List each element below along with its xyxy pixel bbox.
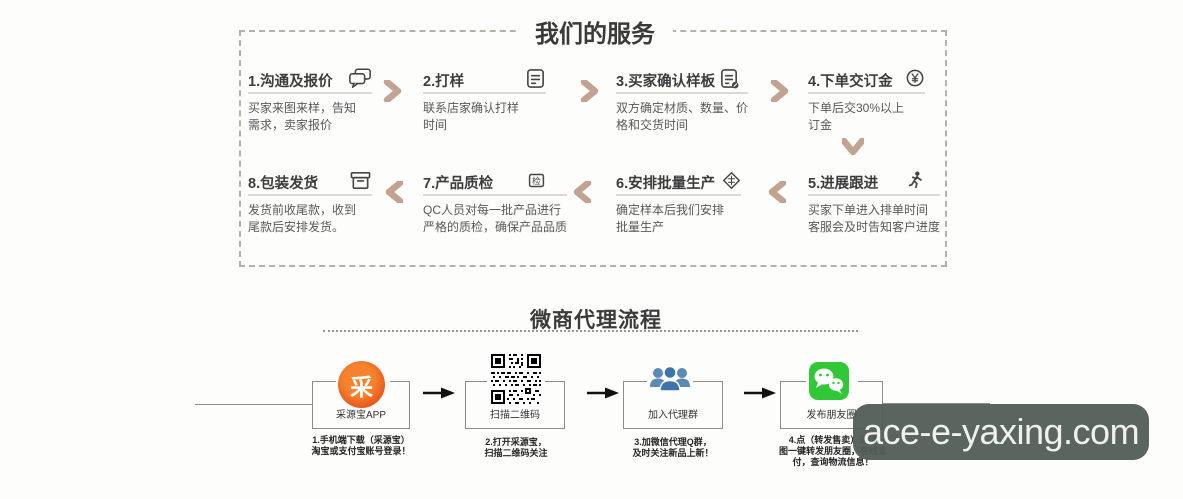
caiyuanbao-app-icon: 采 bbox=[338, 361, 385, 408]
step-desc-line: 时间 bbox=[423, 118, 448, 132]
step-desc-line: 下单后交30%以上 bbox=[808, 101, 905, 115]
svg-text:检: 检 bbox=[532, 174, 541, 185]
inspection-seal-icon: 检 bbox=[527, 171, 546, 195]
wechat-icon bbox=[809, 362, 849, 400]
yuan-coin-icon bbox=[905, 68, 925, 93]
group-people-icon bbox=[650, 365, 690, 392]
service-step-5: 5.进展跟进 买家下单进入排单时间 客服会及时告知客户进度 bbox=[808, 170, 941, 236]
service-step-7: 7.产品质检 检 QC人员对每一批产品进行 严格的质检，确保产品品质 bbox=[423, 171, 568, 236]
step-title: 6.安排批量生产 bbox=[616, 176, 716, 192]
flow-node-desc: 3.加微信代理Q群，及时关注新品上新！ bbox=[632, 437, 714, 458]
step-title: 8.包装发货 bbox=[248, 176, 319, 192]
step-desc-line: 需求，卖家报价 bbox=[248, 118, 333, 132]
step-desc-line: QC人员对每一批产品进行 bbox=[423, 203, 562, 217]
service-step-8: 8.包装发货 发货前收尾款，收到 尾款后安排发货。 bbox=[248, 170, 372, 236]
step-desc-line: 双方确定材质、数量、价 bbox=[616, 101, 749, 115]
step-title: 4.下单交订金 bbox=[808, 74, 893, 90]
step-desc-line: 格和交货时间 bbox=[616, 118, 689, 132]
chat-bubbles-icon bbox=[348, 67, 372, 94]
document-edit-icon bbox=[719, 68, 740, 94]
step-title: 3.买家确认样板 bbox=[616, 74, 716, 90]
chevron-left-icon bbox=[768, 181, 787, 203]
document-icon bbox=[525, 68, 546, 94]
chevron-down-icon bbox=[842, 138, 864, 156]
service-step-2: 2.打样 联系店家确认打样 时间 bbox=[423, 68, 546, 134]
flow-node-desc: 4.点（转发售卖）选择图一键转发朋友圈，在线支付，查询物流信息！ bbox=[778, 435, 888, 467]
arrow-right-icon bbox=[744, 387, 776, 399]
flow-node-label: 发布朋友圈 bbox=[806, 410, 857, 421]
flow-node-label: 扫描二维码 bbox=[490, 410, 540, 421]
flow-node-desc: 1.手机端下载（采源宝）淘宝或支付宝账号登录！ bbox=[311, 435, 411, 456]
step-title: 2.打样 bbox=[423, 74, 465, 90]
services-title: 我们的服务 bbox=[517, 14, 673, 49]
service-step-3: 3.买家确认样板 双方确定材质、数量、价 格和交货时间 bbox=[616, 68, 749, 134]
agent-flow-title-underline bbox=[323, 330, 858, 332]
package-box-icon bbox=[349, 170, 372, 196]
step-desc-line: 批量生产 bbox=[616, 220, 665, 234]
arrow-right-icon bbox=[423, 387, 455, 399]
step-desc-line: 尾款后安排发货。 bbox=[248, 220, 345, 234]
step-desc-line: 确定样本后我们安排 bbox=[616, 203, 725, 217]
chevron-right-icon bbox=[383, 80, 402, 102]
chevron-right-icon bbox=[580, 80, 599, 102]
chevron-right-icon bbox=[770, 80, 789, 102]
flow-connector-left bbox=[195, 404, 312, 405]
step-desc-line: 买家来图来样，告知 bbox=[248, 101, 357, 115]
flow-node-label: 加入代理群 bbox=[648, 410, 698, 421]
step-desc-line: 严格的质检，确保产品品质 bbox=[423, 220, 568, 234]
step-title: 5.进展跟进 bbox=[808, 176, 879, 192]
qr-code-icon bbox=[489, 352, 543, 406]
chevron-left-icon bbox=[573, 181, 592, 203]
step-desc-line: 客服会及时告知客户进度 bbox=[808, 220, 941, 234]
production-stamp-icon bbox=[722, 171, 741, 195]
service-step-6: 6.安排批量生产 确定样本后我们安排 批量生产 bbox=[616, 171, 741, 236]
agent-flow-title: 微商代理流程 bbox=[530, 309, 662, 332]
step-desc-line: 发货前收尾款，收到 bbox=[248, 203, 357, 217]
progress-person-icon bbox=[906, 170, 925, 195]
flow-connector-right bbox=[883, 403, 990, 404]
watermark-text: ace-e-yaxing.com bbox=[862, 411, 1140, 452]
watermark-badge: ace-e-yaxing.com bbox=[853, 404, 1149, 460]
app-icon-char: 采 bbox=[350, 373, 373, 400]
flow-node-label: 采源宝APP bbox=[335, 410, 386, 421]
service-step-1: 1.沟通及报价 买家来图来样，告知 需求，卖家报价 bbox=[248, 67, 372, 134]
step-title: 1.沟通及报价 bbox=[248, 74, 333, 90]
flow-node-desc: 2.打开采源宝，扫描二维码关注 bbox=[484, 437, 548, 458]
step-title: 7.产品质检 bbox=[423, 176, 494, 192]
step-desc-line: 买家下单进入排单时间 bbox=[808, 203, 929, 217]
service-step-4: 4.下单交订金 下单后交30%以上 订金 bbox=[808, 68, 925, 134]
arrow-right-icon bbox=[587, 387, 619, 399]
chevron-left-icon bbox=[385, 181, 404, 203]
step-desc-line: 订金 bbox=[808, 118, 833, 132]
step-desc-line: 联系店家确认打样 bbox=[423, 101, 520, 115]
